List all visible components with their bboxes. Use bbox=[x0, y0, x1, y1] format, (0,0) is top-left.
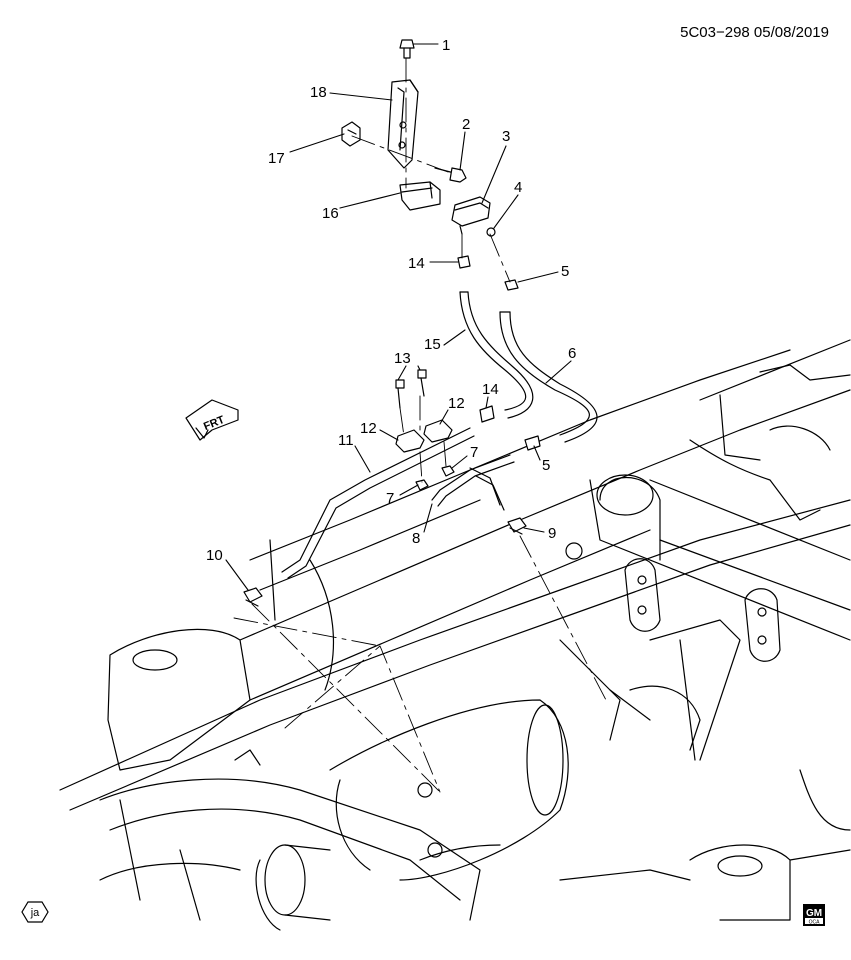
front-direction-arrow bbox=[185, 399, 239, 441]
callout-7b: 7 bbox=[386, 490, 394, 507]
callout-18: 18 bbox=[310, 84, 327, 101]
bolt-1 bbox=[399, 39, 415, 59]
nut-17 bbox=[341, 121, 361, 147]
callout-17: 17 bbox=[268, 150, 285, 167]
assembly-lines bbox=[233, 57, 607, 793]
callout-7a: 7 bbox=[470, 444, 478, 461]
callout-14b: 14 bbox=[482, 381, 499, 398]
callout-6: 6 bbox=[568, 345, 576, 362]
lower-crossmember bbox=[99, 778, 481, 931]
callout-5b: 5 bbox=[542, 457, 550, 474]
clip-14-lower bbox=[479, 405, 495, 423]
callout-9: 9 bbox=[548, 525, 556, 542]
callout-5a: 5 bbox=[561, 263, 569, 280]
bolt-13 bbox=[395, 369, 427, 409]
nut-7 bbox=[415, 465, 455, 491]
clip-5-upper bbox=[504, 279, 519, 291]
fuel-tank bbox=[234, 699, 569, 881]
pipe-11 bbox=[281, 427, 475, 579]
callout-labels: 1 2 3 4 5 5 6 7 7 8 9 10 11 12 12 13 14 … bbox=[206, 37, 576, 564]
frame-rail-left bbox=[59, 349, 851, 811]
clamp-12 bbox=[395, 419, 453, 453]
callout-16: 16 bbox=[322, 205, 339, 222]
callout-1: 1 bbox=[442, 37, 450, 54]
callout-11: 11 bbox=[338, 432, 354, 449]
valve-3 bbox=[451, 196, 491, 235]
clip-5-lower bbox=[524, 435, 541, 451]
callout-4: 4 bbox=[514, 179, 522, 196]
language-badge: ja bbox=[21, 901, 49, 923]
callout-15: 15 bbox=[424, 336, 441, 353]
gm-logo: GM OCA bbox=[803, 904, 825, 926]
crossmember bbox=[565, 339, 851, 641]
hose-6 bbox=[499, 311, 598, 443]
callout-3: 3 bbox=[502, 128, 510, 145]
callout-12b: 12 bbox=[448, 395, 465, 412]
callout-13: 13 bbox=[394, 350, 411, 367]
leader-lines bbox=[225, 43, 572, 591]
frame-lines-right bbox=[559, 619, 741, 761]
bracket-16 bbox=[399, 181, 441, 211]
language-badge-text: ja bbox=[30, 907, 40, 919]
grommet-9 bbox=[507, 517, 527, 535]
bolt-2 bbox=[434, 167, 467, 183]
callout-8: 8 bbox=[412, 530, 420, 547]
callout-14a: 14 bbox=[408, 255, 425, 272]
gm-logo-text: GM bbox=[806, 908, 822, 919]
pipe-8 bbox=[431, 454, 515, 511]
callout-10: 10 bbox=[206, 547, 223, 564]
cap-4 bbox=[486, 227, 496, 237]
suspension-brackets bbox=[624, 439, 821, 662]
grommet-10 bbox=[243, 587, 263, 607]
callout-12a: 12 bbox=[360, 420, 377, 437]
hose-15 bbox=[459, 291, 534, 419]
gm-logo-subtext: OCA bbox=[809, 920, 821, 926]
callout-2: 2 bbox=[462, 116, 470, 133]
diagram-reference: 5C03−298 05/08/2019 bbox=[680, 24, 829, 41]
lower-right-bracket bbox=[559, 769, 851, 921]
bracket-18 bbox=[387, 79, 419, 169]
clip-14-upper bbox=[457, 255, 471, 269]
